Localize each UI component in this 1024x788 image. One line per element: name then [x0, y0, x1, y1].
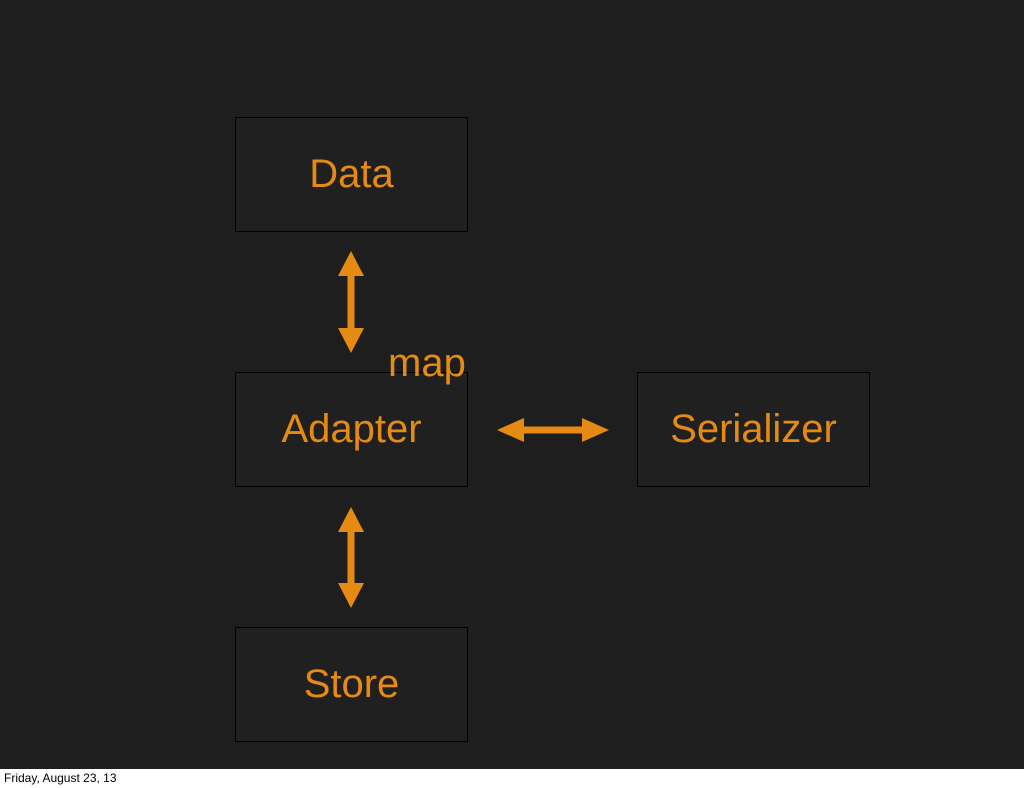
- edge-label-map: map: [388, 341, 466, 385]
- node-serializer-label: Serializer: [670, 407, 837, 451]
- node-store-label: Store: [303, 662, 400, 706]
- node-data-label: Data: [309, 152, 394, 196]
- slide-canvas: Data Adapter Serializer Store map: [0, 0, 1024, 769]
- footer-date: Friday, August 23, 13: [4, 771, 117, 785]
- edge-adapter-serializer-arrow: [497, 418, 609, 442]
- node-adapter-label: Adapter: [281, 407, 422, 451]
- node-store: Store: [235, 627, 468, 742]
- arrows-layer: [338, 251, 609, 608]
- node-adapter: Adapter: [235, 372, 468, 487]
- node-data: Data: [235, 117, 468, 232]
- edge-adapter-store-arrow: [338, 507, 364, 608]
- node-serializer: Serializer: [637, 372, 870, 487]
- edge-data-adapter-arrow: [338, 251, 364, 353]
